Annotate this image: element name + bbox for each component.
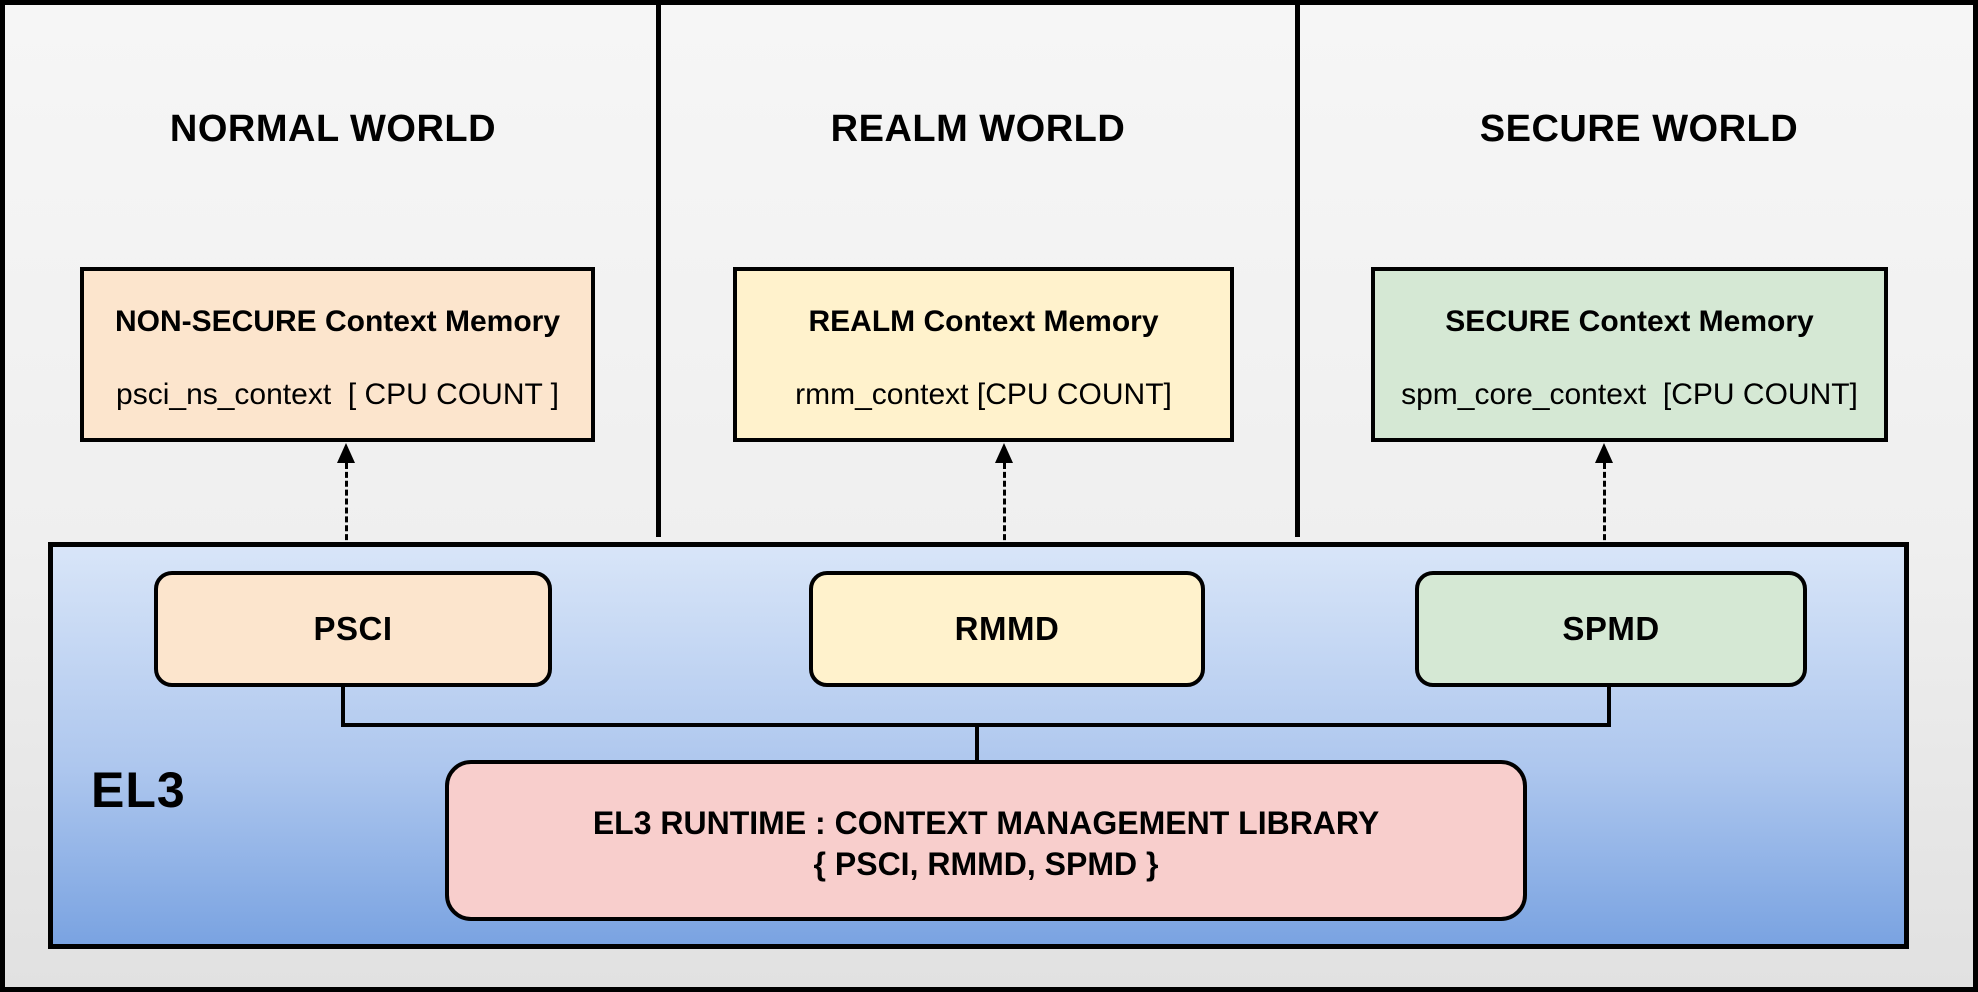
dashed-line bbox=[1602, 463, 1606, 549]
secure-world-title: SECURE WORLD bbox=[1479, 108, 1799, 150]
arrowhead-up-icon bbox=[995, 443, 1013, 463]
realm-world-title: REALM WORLD bbox=[830, 108, 1126, 150]
realm-context-memory-value: rmm_context [CPU COUNT] bbox=[795, 378, 1172, 411]
non-secure-context-memory-value: psci_ns_context [ CPU COUNT ] bbox=[116, 378, 559, 411]
secure-context-memory-value: spm_core_context [CPU COUNT] bbox=[1401, 378, 1858, 411]
rmmd-label: RMMD bbox=[954, 610, 1060, 647]
world-divider-realm-secure bbox=[1295, 5, 1300, 537]
el3-runtime-library-line1: EL3 RUNTIME : CONTEXT MANAGEMENT LIBRARY bbox=[592, 804, 1380, 841]
secure-context-memory-title: SECURE Context Memory bbox=[1445, 305, 1814, 338]
el3-label: EL3 bbox=[91, 762, 186, 818]
non-secure-context-memory-box: NON-SECURE Context Memory psci_ns_contex… bbox=[80, 267, 595, 442]
non-secure-context-memory-title: NON-SECURE Context Memory bbox=[114, 305, 561, 338]
spmd-label: SPMD bbox=[1562, 610, 1660, 647]
rmmd-box: RMMD bbox=[809, 571, 1205, 687]
psci-box: PSCI bbox=[154, 571, 552, 687]
connector-runtime-drop bbox=[975, 723, 979, 763]
realm-context-memory-title: REALM Context Memory bbox=[808, 305, 1159, 338]
arrowhead-up-icon bbox=[1595, 443, 1613, 463]
el3-runtime-library-box: EL3 RUNTIME : CONTEXT MANAGEMENT LIBRARY… bbox=[445, 760, 1527, 921]
psci-label: PSCI bbox=[313, 610, 393, 647]
realm-context-memory-box: REALM Context Memory rmm_context [CPU CO… bbox=[733, 267, 1234, 442]
arrowhead-up-icon bbox=[337, 443, 355, 463]
secure-context-memory-box: SECURE Context Memory spm_core_context [… bbox=[1371, 267, 1888, 442]
spmd-box: SPMD bbox=[1415, 571, 1807, 687]
dashed-line bbox=[344, 463, 348, 549]
normal-world-title: NORMAL WORLD bbox=[169, 108, 497, 150]
connector-psci-stub bbox=[341, 685, 345, 727]
connector-spmd-stub bbox=[1607, 685, 1611, 727]
el3-runtime-library-line2: { PSCI, RMMD, SPMD } bbox=[813, 845, 1159, 882]
dashed-line bbox=[1002, 463, 1006, 549]
world-divider-normal-realm bbox=[656, 5, 661, 537]
